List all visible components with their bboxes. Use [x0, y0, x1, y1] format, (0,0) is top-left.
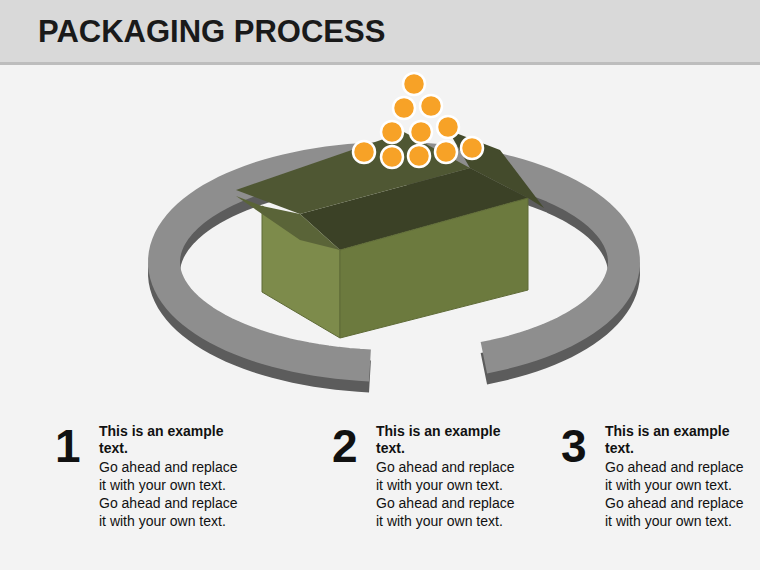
step-number: 2	[332, 423, 358, 469]
step-heading: This is an example text.	[605, 423, 747, 457]
step-number: 3	[561, 423, 587, 469]
product-ball	[381, 121, 403, 143]
box-back-flap	[236, 132, 470, 214]
cycle-ring	[164, 158, 624, 376]
box	[236, 130, 544, 338]
step-body: Go ahead and replace it with your own te…	[99, 458, 241, 530]
product-ball	[437, 116, 459, 138]
step-body: Go ahead and replace it with your own te…	[605, 458, 747, 530]
step-heading: This is an example text.	[376, 423, 518, 457]
product-ball	[393, 97, 415, 119]
box-left-flap	[236, 196, 340, 250]
step-number: 1	[55, 423, 81, 469]
product-ball	[420, 95, 442, 117]
title-bar-edge	[0, 62, 760, 65]
product-ball	[353, 141, 375, 163]
box-right-face	[340, 198, 528, 338]
slide-title: PACKAGING PROCESS	[38, 14, 385, 50]
product-ball	[410, 121, 432, 143]
step-heading: This is an example text.	[99, 423, 241, 457]
ring-top	[164, 158, 624, 365]
box-right-flap	[448, 130, 544, 208]
product-ball	[403, 73, 425, 95]
product-ball	[381, 146, 403, 168]
step-body: Go ahead and replace it with your own te…	[376, 458, 518, 530]
product-ball	[435, 141, 457, 163]
product-balls	[353, 73, 483, 168]
product-ball	[408, 145, 430, 167]
product-ball	[461, 137, 483, 159]
title-bar	[0, 0, 760, 62]
